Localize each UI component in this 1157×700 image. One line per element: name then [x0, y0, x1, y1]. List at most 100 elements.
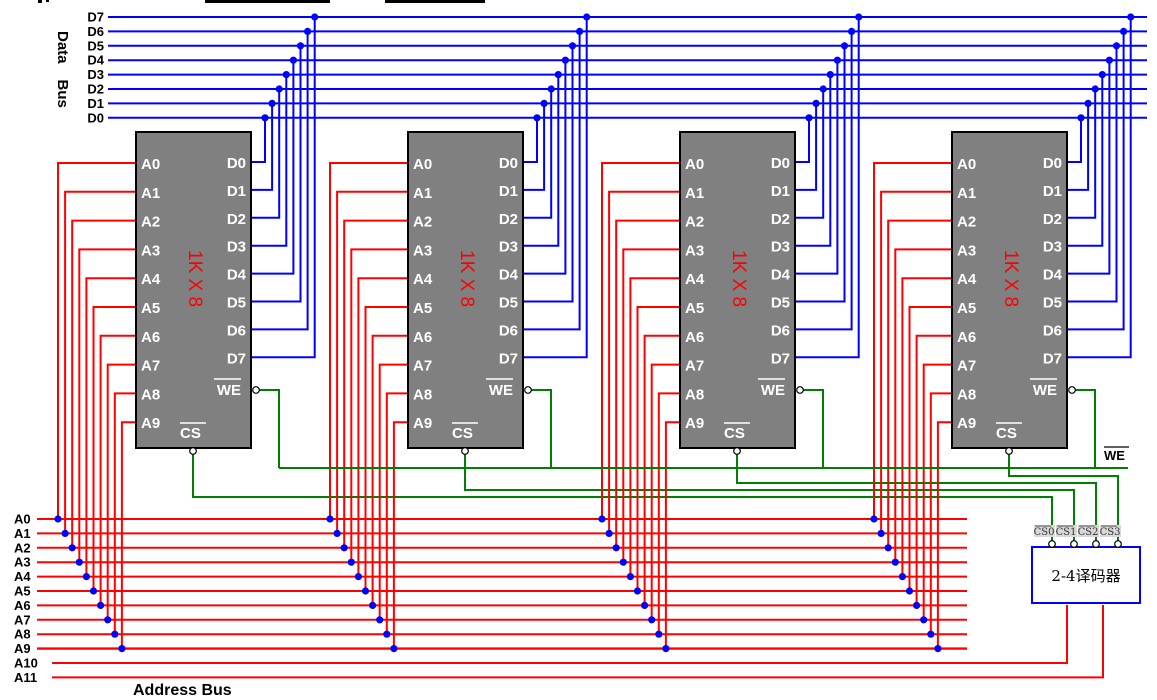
chip-pin-label-d4: D4: [499, 267, 519, 284]
address-bus-label-a10: A10: [14, 656, 38, 671]
address-junction-chip-1-a6: [369, 601, 377, 610]
memory-chip-2: A0A1A2A3A4A5A6A7A8A9D0D1D2D3D4D5D6D7WECS…: [679, 131, 804, 455]
chip-pin-label-a7: A7: [685, 358, 704, 375]
chip-pin-label-a9: A9: [957, 415, 976, 432]
address-junction-chip-1-a9: [390, 645, 398, 653]
chip-0-data-wire-d0: [251, 117, 266, 163]
data-junction-chip-0-d0: [261, 114, 269, 122]
decoder-output-label-cs0: CS0: [1034, 527, 1055, 538]
data-junction-chip-1-d1: [540, 99, 548, 107]
data-bus-label-d5: D5: [87, 38, 104, 53]
chip-body: [679, 131, 796, 449]
chip-pin-label-a0: A0: [413, 156, 432, 173]
chip-3-cs-wire: [1008, 453, 1119, 541]
chip-pin-label-a8: A8: [957, 386, 976, 403]
chip-3-address-wire-a3: [894, 248, 952, 563]
chip-pin-label-a0: A0: [141, 156, 160, 173]
chip-1-data-wire-d4: [523, 60, 567, 275]
chip-1-address-wire-a7: [378, 363, 408, 620]
data-junction-chip-2-d5: [840, 42, 849, 50]
chip-pin-label-a4: A4: [685, 271, 705, 288]
address-junction-chip-3-a6: [913, 601, 921, 610]
data-junction-chip-1-d5: [568, 42, 577, 50]
address-junction-chip-3-a5: [905, 587, 914, 595]
chip-pin-label-a9: A9: [685, 415, 704, 432]
chip-pin-label-a1: A1: [957, 185, 976, 202]
address-junction-chip-3-a4: [898, 573, 907, 581]
data-junction-chip-0-d3: [282, 71, 290, 79]
cs-inverter-bubble-icon: [461, 447, 469, 455]
data-bus-label-d0: D0: [87, 110, 104, 125]
chip-2-address-wire-a5: [636, 306, 680, 591]
chip-pin-label-a6: A6: [685, 329, 704, 346]
chip-2-address-wire-a2: [615, 219, 680, 548]
chip-1-address-wire-a2: [343, 219, 408, 548]
chip-pin-label-a0: A0: [685, 156, 704, 173]
chip-2-address-wire-a7: [650, 363, 680, 620]
chip-1-data-wire-d1: [523, 103, 546, 191]
chip-3-data-wire-d0: [1067, 117, 1082, 163]
decoder-output-label-cs2: CS2: [1078, 527, 1099, 538]
chip-pin-label-a6: A6: [957, 329, 976, 346]
data-junction-chip-3-d7: [1127, 13, 1135, 21]
chip-0-address-wire-a8: [113, 392, 136, 635]
chip-3-data-wire-d5: [1067, 45, 1118, 303]
address-junction-chip-3-a7: [920, 616, 928, 624]
address-junction-chip-1-a8: [383, 630, 391, 638]
chip-0-data-wire-d3: [251, 74, 288, 247]
chip-pin-label-d3: D3: [227, 239, 246, 256]
chip-1-address-wire-a0: [329, 162, 408, 519]
chip-pin-label-d5: D5: [227, 295, 246, 312]
data-junction-chip-2-d6: [848, 27, 856, 35]
chip-pin-label-d7: D7: [499, 350, 518, 367]
address-junction-chip-2-a8: [655, 630, 663, 638]
chip-3-address-wire-a2: [887, 219, 952, 548]
chip-pin-label-a7: A7: [957, 358, 976, 375]
chip-1-address-wire-a4: [357, 277, 408, 577]
address-junction-chip-0-a0: [54, 515, 62, 523]
data-junction-chip-2-d2: [819, 85, 827, 93]
chip-we-label: WE: [217, 382, 241, 399]
chip-pin-label-a2: A2: [141, 214, 160, 231]
address-bus-line-a10: [52, 605, 1068, 664]
chip-pin-label-a2: A2: [685, 214, 704, 231]
data-junction-chip-2-d4: [833, 56, 842, 64]
address-junction-chip-1-a0: [326, 515, 334, 523]
data-junction-chip-3-d1: [1084, 99, 1092, 107]
address-bus-label-a6: A6: [14, 598, 31, 613]
data-bus-label-d1: D1: [87, 96, 104, 111]
chip-2-data-wire-d2: [795, 89, 825, 219]
chip-0-address-wire-a4: [85, 277, 136, 577]
address-bus-label-a0: A0: [14, 512, 31, 527]
chip-0-data-wire-d7: [251, 17, 316, 359]
decoder-output-label-bg: [1056, 525, 1077, 537]
chip-1-data-wire-d5: [523, 45, 574, 303]
data-junction-chip-3-d4: [1105, 56, 1113, 64]
address-junction-chip-2-a1: [605, 529, 613, 538]
chip-pin-label-a4: A4: [957, 271, 977, 288]
chip-we-label: WE: [761, 382, 785, 399]
address-junction-chip-3-a9: [934, 645, 942, 653]
data-junction-chip-0-d1: [268, 99, 276, 107]
address-bus-label-a7: A7: [14, 612, 31, 627]
chip-pin-label-a3: A3: [141, 242, 160, 259]
chip-3-data-wire-d1: [1067, 103, 1090, 191]
chip-pin-label-d2: D2: [1043, 211, 1062, 228]
address-junction-chip-2-a0: [598, 515, 606, 523]
chip-2-address-wire-a6: [643, 334, 680, 606]
chip-pin-label-d6: D6: [499, 322, 518, 339]
chip-0-data-wire-d4: [251, 60, 295, 275]
address-bus-label-a4: A4: [14, 569, 31, 584]
clipped-title-fragments: [38, 0, 485, 3]
chip-pin-label-a9: A9: [413, 415, 432, 432]
chip-3-address-wire-a6: [915, 334, 952, 606]
chip-pin-label-d1: D1: [1043, 183, 1062, 200]
chip-pin-label-a6: A6: [141, 329, 160, 346]
chip-0-address-wire-a3: [78, 248, 136, 563]
data-bus-label-d2: D2: [87, 82, 104, 97]
address-junction-chip-3-a1: [877, 529, 885, 538]
address-junction-chip-0-a1: [61, 529, 69, 538]
data-junction-chip-1-d0: [533, 114, 541, 122]
chip-capacity-title: 1K X 8: [456, 250, 477, 307]
